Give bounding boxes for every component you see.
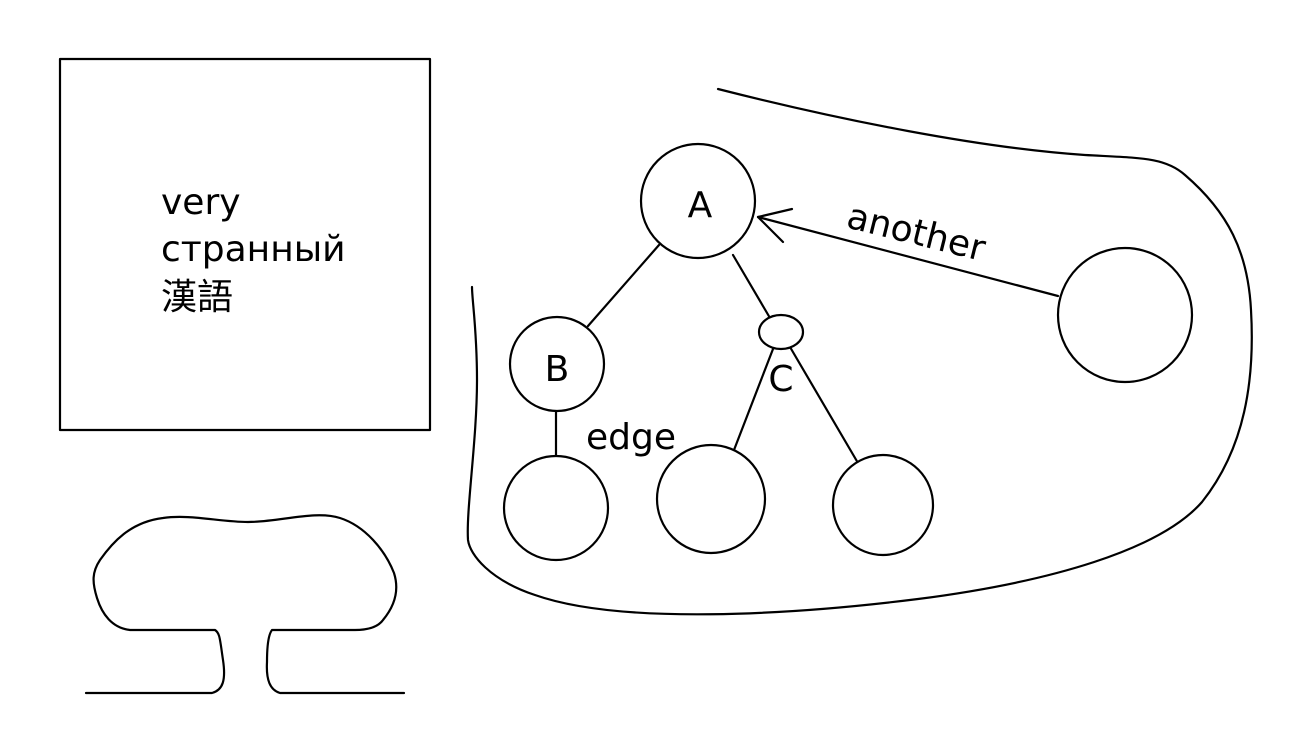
node-b[interactable] — [508, 315, 606, 413]
node-a[interactable] — [639, 142, 757, 260]
edge-label-edge: edge — [586, 417, 676, 458]
arrowhead-icon — [756, 207, 794, 244]
enclosing-curve — [466, 87, 1253, 616]
text-box-line-1: very — [161, 182, 241, 223]
node-leaf-c-left[interactable] — [655, 443, 767, 555]
text-box-line-3: 漢語 — [161, 277, 233, 318]
node-a-label: A — [688, 185, 713, 226]
node-other[interactable] — [1056, 246, 1194, 384]
node-b-label: B — [545, 349, 570, 390]
mushroom-shape — [84, 514, 406, 695]
edge-c-leaf-right — [788, 345, 860, 465]
text-box-line-2: странный — [161, 229, 346, 270]
text-box-frame — [58, 57, 432, 432]
node-c[interactable] — [757, 313, 805, 351]
edge-c-leaf-left — [732, 347, 775, 452]
edge-a-c — [731, 253, 772, 320]
edge-other-to-a — [756, 215, 1060, 298]
node-leaf-b[interactable] — [502, 454, 610, 562]
node-c-label: C — [768, 359, 793, 400]
edge-a-b — [586, 243, 661, 328]
node-leaf-c-right[interactable] — [831, 453, 935, 557]
text-box: very странный 漢語 — [58, 57, 432, 432]
